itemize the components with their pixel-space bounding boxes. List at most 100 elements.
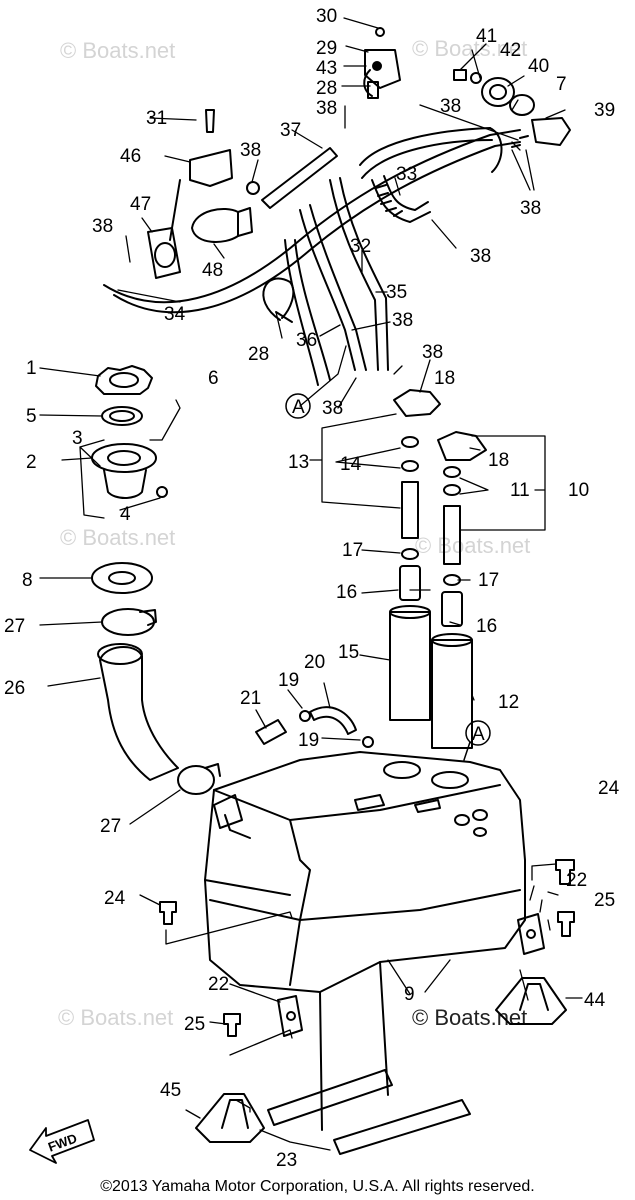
callout: 19 (278, 670, 299, 691)
callout-numbers: 30 29 43 28 38 41 42 40 7 38 39 38 31 37… (4, 6, 620, 1171)
clamp-27-lower (177, 763, 221, 795)
hose-37 (261, 147, 338, 209)
filter-assembly (147, 109, 260, 279)
callout: 38 (322, 398, 343, 419)
callout: 38 (470, 246, 491, 267)
callout: 25 (594, 890, 615, 911)
callout: 26 (4, 678, 25, 699)
callout: 29 (316, 38, 337, 59)
callout: 38 (440, 96, 461, 117)
callout: 44 (584, 990, 606, 1011)
callout: 10 (568, 480, 589, 501)
watermarks: © Boats.net © Boats.net © Boats.net © Bo… (58, 36, 530, 1030)
callout: 18 (488, 450, 509, 471)
callout: 16 (336, 582, 357, 603)
bracket-29 (364, 27, 401, 89)
callout: 15 (338, 642, 359, 663)
callout: 28 (248, 344, 269, 365)
callout: 19 (298, 730, 319, 751)
watermark-bold: © Boats.net (412, 1005, 527, 1030)
callout: 33 (396, 164, 417, 185)
gasket-5 (101, 406, 143, 426)
clip-28-lower (262, 277, 295, 323)
callout: 35 (386, 282, 407, 303)
mount-45 (195, 1093, 265, 1143)
callout: 38 (422, 342, 443, 363)
pickup-left (389, 389, 441, 721)
callout: 7 (556, 74, 567, 95)
callout: 32 (350, 236, 371, 257)
callout: 46 (120, 146, 141, 167)
callout: 38 (240, 140, 261, 161)
callout: 5 (26, 406, 37, 427)
callout: 28 (316, 78, 337, 99)
callout: 38 (520, 198, 541, 219)
fuel-tank-9 (204, 751, 526, 993)
callout: 40 (528, 56, 549, 77)
callout: 37 (280, 120, 301, 141)
callout: 45 (160, 1080, 181, 1101)
vent-tube-20 (255, 706, 374, 748)
callout: 39 (594, 100, 615, 121)
callout: 2 (26, 452, 37, 473)
valve-assembly (453, 69, 571, 148)
ring-8 (91, 562, 153, 594)
fuel-cap-1 (95, 365, 153, 395)
watermark: © Boats.net (412, 36, 527, 61)
callout: 11 (510, 480, 530, 501)
callout: 48 (202, 260, 223, 281)
callout: 47 (130, 194, 151, 215)
filler-neck-2 (91, 443, 168, 499)
fwd-arrow (29, 1119, 95, 1164)
callout: 38 (92, 216, 113, 237)
callout: 14 (340, 454, 362, 475)
callout: 27 (100, 816, 121, 837)
watermark: © Boats.net (58, 1005, 173, 1030)
callout: 25 (184, 1014, 205, 1035)
callout: 6 (208, 368, 219, 389)
watermark: © Boats.net (415, 533, 530, 558)
callout: 22 (208, 974, 229, 995)
ref-marker-a: A (292, 397, 305, 418)
callout: 23 (276, 1150, 297, 1171)
fuel-tank-parts-diagram: © Boats.net © Boats.net © Boats.net © Bo… (4, 6, 620, 1171)
callout: 36 (296, 330, 317, 351)
callout: 41 (476, 26, 497, 47)
callout: 38 (392, 310, 413, 331)
callout: 31 (146, 108, 167, 129)
mount-22-left (277, 995, 303, 1037)
callout: 30 (316, 6, 337, 27)
callout: 8 (22, 570, 33, 591)
callout: 4 (120, 504, 131, 525)
ref-markers (285, 393, 491, 761)
callout: 20 (304, 652, 325, 673)
callout: 42 (500, 40, 521, 61)
callout: 43 (316, 58, 337, 79)
pickup-right (431, 431, 487, 749)
strap-23 (267, 961, 471, 1155)
callout: 24 (104, 888, 126, 909)
copyright-notice: ©2013 Yamaha Motor Corporation, U.S.A. A… (100, 1178, 535, 1195)
callout: 3 (72, 428, 83, 449)
callout: 34 (164, 304, 186, 325)
callout: 27 (4, 616, 25, 637)
leader-lines (39, 17, 583, 1151)
watermark: © Boats.net (60, 38, 175, 63)
callout: 38 (316, 98, 337, 119)
callout: 9 (404, 984, 415, 1005)
corrugated-hose-33 (371, 175, 431, 223)
clamp-27-upper (101, 608, 157, 636)
breather-hoses (103, 127, 521, 386)
callout: 24 (598, 778, 620, 799)
callout: 13 (288, 452, 309, 473)
callout: 17 (342, 540, 363, 561)
callout: 16 (476, 616, 497, 637)
callout: 1 (26, 358, 37, 379)
ref-marker-a: A (472, 724, 485, 745)
callout: 18 (434, 368, 455, 389)
callout: 22 (566, 870, 587, 891)
watermark: © Boats.net (60, 525, 175, 550)
hose-26 (97, 643, 179, 781)
callout: 17 (478, 570, 499, 591)
callout: 12 (498, 692, 519, 713)
